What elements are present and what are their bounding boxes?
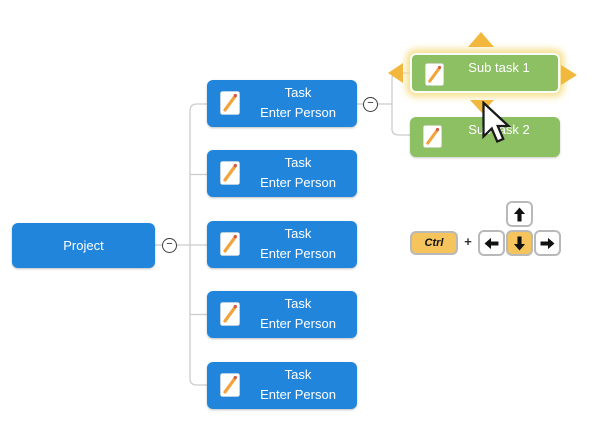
task-subtitle: Enter Person: [260, 246, 336, 261]
minus-icon: −: [166, 238, 173, 250]
subtask-label: Sub task 1: [468, 60, 530, 75]
node-task-5[interactable]: Task Enter Person: [207, 362, 357, 409]
node-task-4[interactable]: Task Enter Person: [207, 291, 357, 338]
move-down-triangle-icon[interactable]: [470, 100, 494, 113]
node-project[interactable]: Project: [12, 223, 155, 268]
memo-pencil-icon: [220, 373, 240, 397]
task-title: Task: [284, 296, 312, 311]
arrow-down-key-highlighted: [506, 230, 533, 256]
task-subtitle: Enter Person: [260, 105, 336, 120]
memo-pencil-icon: [220, 161, 240, 185]
arrow-right-key: [534, 230, 561, 256]
node-subtask-2[interactable]: Sub task 2: [410, 117, 560, 157]
task-subtitle: Enter Person: [260, 175, 336, 190]
memo-pencil-icon: [220, 91, 240, 115]
task-title: Task: [284, 367, 312, 382]
minus-icon: −: [367, 97, 374, 109]
arrow-up-icon: [513, 207, 526, 221]
task-subtitle: Enter Person: [260, 387, 336, 402]
arrow-left-icon: [484, 237, 499, 249]
memo-pencil-icon: [220, 232, 240, 256]
task-subtitle: Enter Person: [260, 316, 336, 331]
subtask-label: Sub task 2: [468, 122, 530, 137]
arrow-right-icon: [540, 237, 555, 249]
memo-pencil-icon: [220, 302, 240, 326]
node-task-2[interactable]: Task Enter Person: [207, 150, 357, 197]
arrow-down-icon: [513, 236, 526, 250]
node-task-1[interactable]: Task Enter Person: [207, 80, 357, 127]
node-subtask-1[interactable]: Sub task 1: [410, 53, 560, 93]
task-title: Task: [284, 155, 312, 170]
node-task-3[interactable]: Task Enter Person: [207, 221, 357, 268]
move-right-triangle-icon[interactable]: [561, 65, 577, 85]
ctrl-key: Ctrl: [410, 231, 458, 255]
memo-pencil-icon: [425, 63, 445, 87]
arrow-up-key: [506, 201, 533, 227]
plus-separator: +: [464, 234, 472, 249]
arrow-left-key: [478, 230, 505, 256]
ctrl-key-label: Ctrl: [424, 237, 444, 249]
project-label: Project: [63, 238, 104, 253]
move-left-triangle-icon[interactable]: [388, 63, 403, 83]
collapse-button-task-1[interactable]: −: [363, 97, 378, 112]
collapse-button-project[interactable]: −: [162, 238, 177, 253]
task-title: Task: [284, 226, 312, 241]
move-up-triangle-icon[interactable]: [468, 32, 494, 47]
memo-pencil-icon: [423, 125, 443, 149]
task-title: Task: [284, 85, 312, 100]
